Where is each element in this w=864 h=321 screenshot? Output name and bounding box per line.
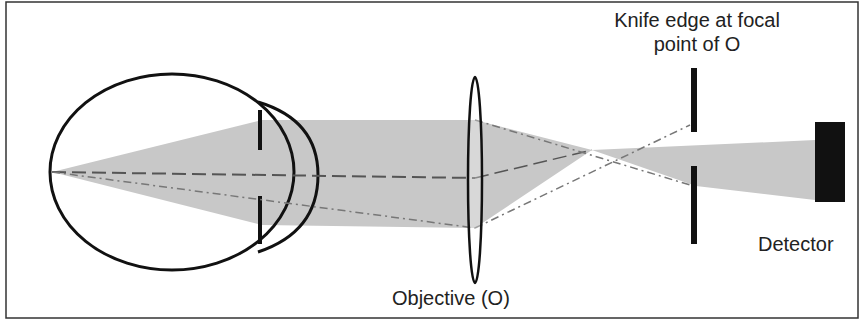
eye-globe	[50, 74, 294, 270]
iris	[258, 196, 262, 244]
lens-label: Objective (O)	[392, 286, 510, 310]
knife-edge	[691, 68, 697, 132]
axis-ray	[52, 172, 475, 178]
beam-converging	[475, 120, 592, 228]
frame	[6, 2, 858, 318]
chief-ray	[475, 125, 690, 228]
beam-to-detector	[592, 140, 815, 200]
iris	[258, 110, 262, 150]
axis-ray	[475, 150, 592, 178]
cornea	[258, 102, 318, 252]
detector-label: Detector	[758, 232, 834, 256]
knife-edge-label: Knife edge at focal point of O	[612, 8, 782, 56]
chief-ray	[475, 120, 690, 185]
chief-ray	[52, 172, 475, 228]
objective-lens	[468, 77, 482, 283]
knife-edge	[691, 166, 697, 244]
detector	[815, 122, 845, 202]
